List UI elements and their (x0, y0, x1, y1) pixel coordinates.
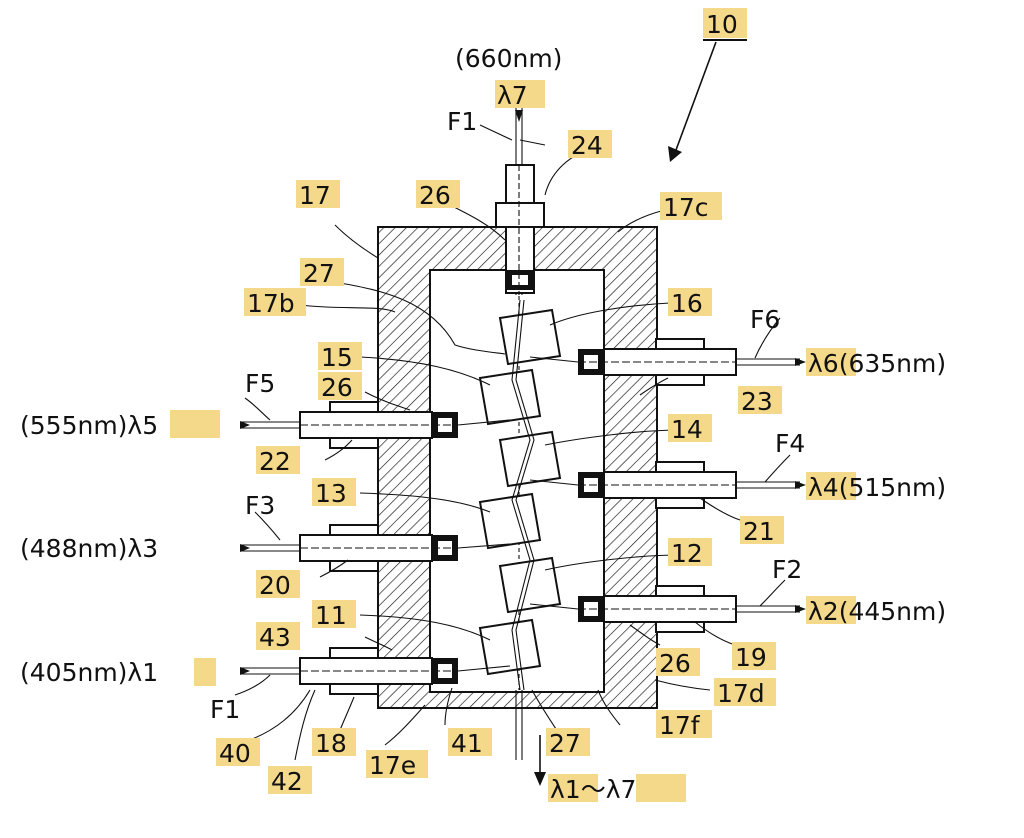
label-lambda7: λ7 (497, 81, 528, 110)
figure-pointer (668, 41, 717, 162)
arrow-right-icon (240, 421, 250, 429)
label-23: 23 (741, 387, 773, 416)
highlights (170, 8, 856, 802)
label-F2: F2 (772, 555, 802, 584)
label-14: 14 (671, 415, 703, 444)
label-lambda2: λ2(445nm) (808, 597, 946, 626)
label-lambda1: (405nm)λ1 (20, 658, 158, 687)
arrow-right-icon (240, 667, 250, 675)
label-26-right: 26 (659, 649, 691, 678)
figure-number: 10 (706, 10, 738, 39)
filter-15 (478, 368, 542, 426)
filter-12 (498, 556, 562, 614)
arrow-right-icon (795, 605, 806, 613)
label-17b: 17b (247, 289, 295, 318)
label-11: 11 (315, 601, 347, 630)
label-F1-bottom: F1 (210, 695, 240, 724)
label-42: 42 (271, 767, 303, 796)
label-660nm: (660nm) (455, 44, 562, 73)
label-15: 15 (321, 343, 353, 372)
label-F5: F5 (245, 369, 275, 398)
label-output: λ1～λ7 (550, 775, 636, 804)
label-lambda5: (555nm)λ5 (20, 411, 158, 440)
filter-13 (478, 492, 542, 550)
left-collimators (240, 401, 511, 695)
label-17e: 17e (369, 751, 416, 780)
filters (478, 299, 562, 691)
filter-11 (478, 618, 542, 676)
arrow-right-icon (240, 544, 250, 552)
labels: 10 (660nm) λ7 F1 24 17 26 17c 27 17b 16 … (20, 10, 946, 804)
label-F6: F6 (750, 305, 780, 334)
label-43: 43 (259, 623, 291, 652)
label-F1-top: F1 (447, 107, 477, 136)
label-F4: F4 (775, 429, 805, 458)
arrow-down-icon (515, 110, 523, 122)
label-lambda3: (488nm)λ3 (20, 534, 158, 563)
label-26-top: 26 (419, 181, 451, 210)
label-41: 41 (451, 729, 483, 758)
label-17: 17 (299, 181, 331, 210)
label-17c: 17c (663, 193, 709, 222)
label-18: 18 (315, 729, 347, 758)
arrow-down-left-icon (668, 146, 682, 162)
label-16: 16 (671, 289, 703, 318)
label-19: 19 (735, 643, 767, 672)
label-lambda6: λ6(635nm) (808, 349, 946, 378)
label-26-left: 26 (321, 373, 353, 402)
filter-16 (498, 308, 562, 366)
label-27-top: 27 (303, 259, 335, 288)
label-lambda4: λ4(515nm) (808, 473, 946, 502)
collimator-24 (495, 164, 545, 295)
filter-14 (498, 430, 562, 488)
label-24: 24 (571, 131, 603, 160)
label-17d: 17d (717, 679, 765, 708)
fiber-arrows (240, 110, 806, 675)
right-collimators (529, 338, 800, 633)
arrow-right-icon (795, 358, 806, 366)
label-40: 40 (219, 739, 251, 768)
label-22: 22 (259, 447, 291, 476)
label-F3: F3 (245, 491, 275, 520)
label-21: 21 (743, 517, 775, 546)
label-27-bottom: 27 (549, 729, 581, 758)
arrow-right-icon (795, 481, 806, 489)
label-12: 12 (671, 539, 703, 568)
leader-lines (234, 124, 791, 761)
label-13: 13 (315, 479, 347, 508)
label-20: 20 (259, 571, 291, 600)
output-arrow-icon (534, 772, 546, 786)
label-17f: 17f (659, 711, 701, 740)
